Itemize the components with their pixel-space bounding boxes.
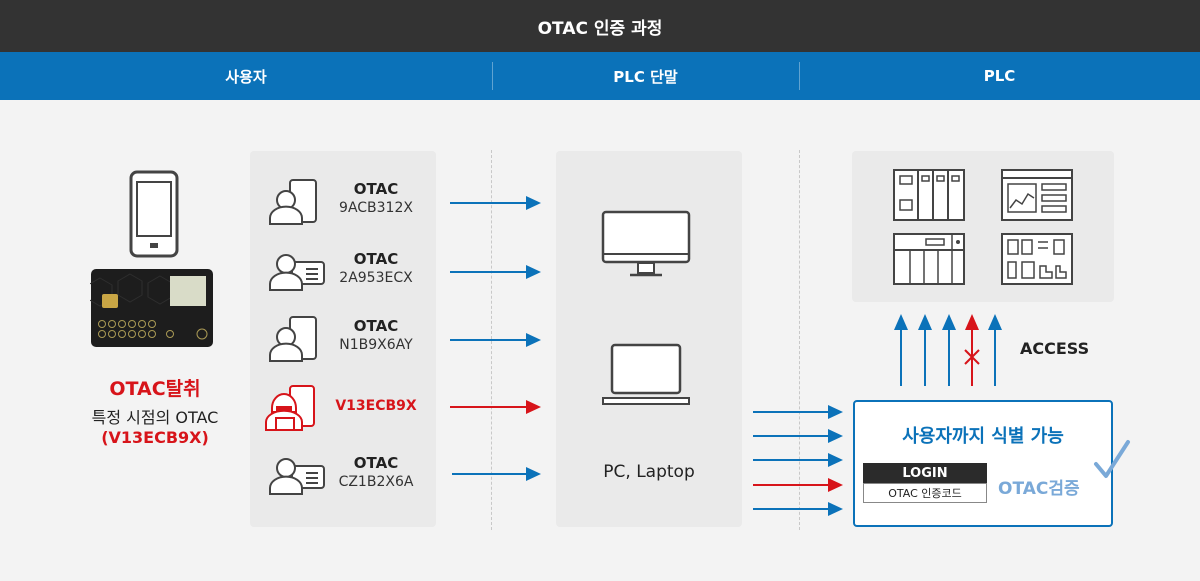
arrow-red bbox=[753, 478, 843, 492]
otac-card-icon bbox=[90, 269, 213, 347]
otac-title: OTAC bbox=[353, 180, 399, 198]
attack-description: 특정 시점의 OTAC bbox=[91, 408, 219, 427]
arrow-up-blue bbox=[988, 314, 1002, 386]
otac-item: OTAC 9ACB312X bbox=[268, 178, 438, 228]
arrow-blue bbox=[753, 429, 843, 443]
column-header-plc: PLC bbox=[983, 67, 1016, 85]
user-phone-icon bbox=[269, 179, 317, 225]
login-label: LOGIN bbox=[863, 463, 987, 483]
smartphone-icon bbox=[129, 170, 179, 258]
arrow-blue bbox=[450, 333, 541, 347]
column-header-terminal: PLC 단말 bbox=[613, 67, 678, 86]
otac-item: OTAC N1B9X6AY bbox=[268, 315, 438, 365]
hacker-icon bbox=[265, 385, 315, 431]
plc-hmi-icon bbox=[1001, 169, 1073, 221]
arrow-up-blue bbox=[894, 314, 908, 386]
access-arrows bbox=[894, 314, 1002, 386]
otac-item: OTAC CZ1B2X6A bbox=[268, 452, 438, 502]
user-to-terminal-arrows bbox=[450, 196, 541, 481]
verification-title: 사용자까지 식별 가능 bbox=[902, 426, 1064, 447]
otac-code: 9ACB312X bbox=[339, 200, 413, 216]
plc-module-icon bbox=[893, 233, 965, 285]
monitor-icon bbox=[601, 210, 691, 277]
arrow-blue bbox=[753, 405, 843, 419]
otac-code: 2A953ECX bbox=[339, 270, 413, 286]
check-icon bbox=[1094, 440, 1130, 478]
otac-item-stolen: V13ECB9X bbox=[265, 384, 438, 434]
otac-verify-label: OTAC검증 bbox=[998, 479, 1080, 499]
plc-rack-icon bbox=[893, 169, 965, 221]
plc-controller-icon bbox=[1001, 233, 1073, 285]
otac-item: OTAC 2A953ECX bbox=[268, 248, 438, 298]
otac-title: OTAC bbox=[353, 454, 399, 472]
otac-code: N1B9X6AY bbox=[339, 337, 413, 353]
otac-title: OTAC bbox=[353, 317, 399, 335]
arrow-up-blue bbox=[918, 314, 932, 386]
arrow-blue bbox=[452, 467, 541, 481]
user-phone-icon bbox=[269, 316, 317, 362]
arrow-blue bbox=[753, 453, 843, 467]
column-header-user: 사용자 bbox=[225, 67, 267, 86]
attack-title: OTAC탈취 bbox=[109, 378, 201, 400]
arrow-blue bbox=[450, 196, 541, 210]
laptop-icon bbox=[602, 343, 690, 405]
diagram-title-text: OTAC 인증 과정 bbox=[537, 18, 663, 39]
login-subtitle: OTAC 인증코드 bbox=[863, 483, 987, 503]
otac-code-stolen: V13ECB9X bbox=[335, 398, 417, 414]
arrow-up-blue bbox=[942, 314, 956, 386]
otac-code: CZ1B2X6A bbox=[338, 474, 414, 490]
diagram-title: OTAC 인증 과정 bbox=[0, 0, 1200, 52]
terminal-to-plc-arrows bbox=[753, 405, 843, 516]
access-label: ACCESS bbox=[1020, 339, 1090, 358]
column-header-bar: 사용자 PLC 단말 PLC bbox=[0, 52, 1200, 100]
column-separator bbox=[799, 62, 800, 90]
arrow-blue bbox=[450, 265, 541, 279]
user-card-icon bbox=[269, 458, 325, 495]
arrow-red bbox=[450, 400, 541, 414]
column-divider bbox=[799, 150, 800, 530]
otac-title: OTAC bbox=[353, 250, 399, 268]
user-card-icon bbox=[269, 254, 325, 291]
column-separator bbox=[492, 62, 493, 90]
arrow-up-red-blocked bbox=[964, 314, 980, 386]
terminal-label: PC, Laptop bbox=[603, 462, 695, 482]
arrow-blue bbox=[753, 502, 843, 516]
attack-code: (V13ECB9X) bbox=[101, 428, 209, 447]
